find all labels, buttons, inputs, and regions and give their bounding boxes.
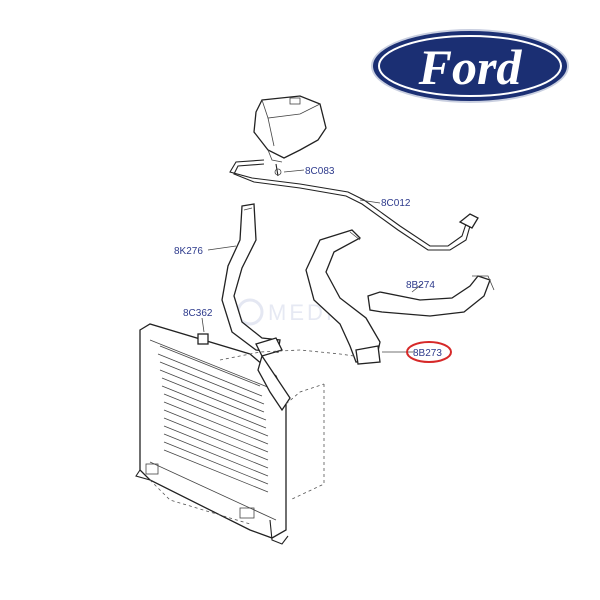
part-8B273: 8B273 xyxy=(305,229,452,365)
part-label-8B274: 8B274 xyxy=(406,280,435,291)
part-8C012: 8C012 xyxy=(229,159,479,251)
part-label-8B273: 8B273 xyxy=(413,348,442,359)
ford-logo-text: Ford xyxy=(418,39,523,95)
part-label-8C083: 8C083 xyxy=(305,166,335,177)
expansion-tank xyxy=(253,95,327,163)
dashed-guides xyxy=(149,349,355,525)
part-label-8C012: 8C012 xyxy=(381,198,411,209)
radiator xyxy=(135,323,291,545)
part-8C083: 8C083 xyxy=(274,163,335,177)
ford-logo: Ford xyxy=(371,29,569,103)
part-8K276: 8K276 xyxy=(174,203,281,353)
highlight-ring-8B273 xyxy=(406,341,452,363)
part-label-8C362: 8C362 xyxy=(183,308,213,319)
part-8C362: 8C362 xyxy=(183,308,213,333)
part-8B274: 8B274 xyxy=(367,275,495,317)
part-label-8K276: 8K276 xyxy=(174,246,203,257)
